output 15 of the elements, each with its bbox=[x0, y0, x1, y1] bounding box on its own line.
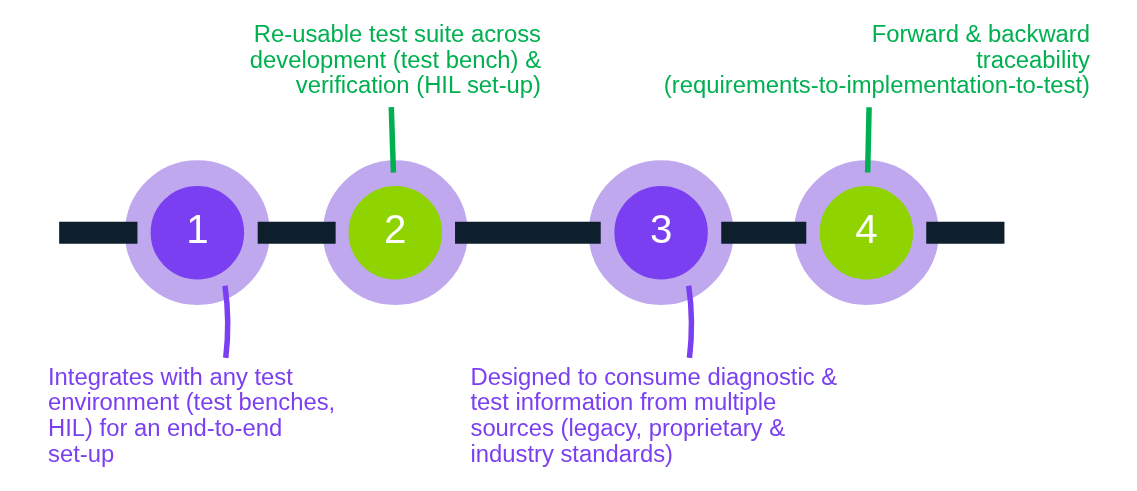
node-text: Forward & backward traceability (requirements-to-implementation-to-test) bbox=[663, 19, 1090, 99]
node-circle: 2 bbox=[322, 160, 468, 306]
node-circle: 1 bbox=[124, 160, 270, 306]
node-text: Designed to consume diagnostic & test information from multiple sources (legacy, proprietary & industry standards) bbox=[469, 362, 837, 467]
connector bbox=[925, 221, 1004, 244]
connector bbox=[685, 285, 694, 359]
connector bbox=[221, 285, 230, 359]
node-text: Integrates with any test environment (test benches, HIL) for an end-to-end set-up bbox=[47, 362, 335, 467]
node-circle: 4 bbox=[793, 160, 939, 306]
connector bbox=[388, 107, 396, 173]
connector bbox=[864, 107, 872, 173]
node-circle: 3 bbox=[588, 160, 733, 306]
node-text: Re-usable test suite across development (test bench) & verification (HIL set-up) bbox=[249, 19, 541, 99]
connector bbox=[58, 221, 137, 244]
connector bbox=[454, 221, 601, 244]
